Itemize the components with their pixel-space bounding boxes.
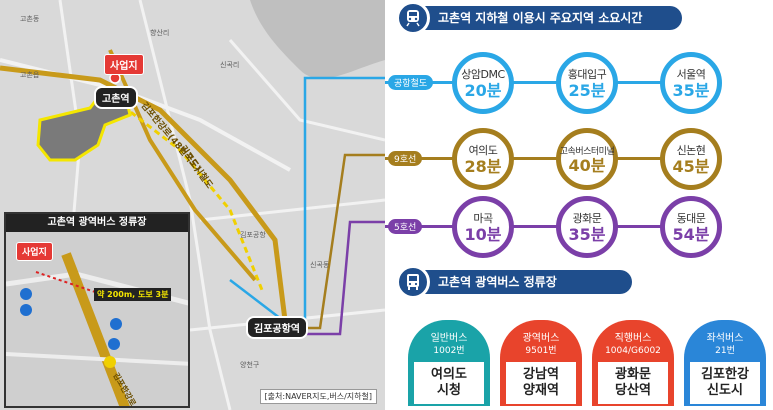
bus-type: 직행버스 <box>614 333 652 344</box>
destination-time: 10분 <box>464 225 502 244</box>
destination-time: 28분 <box>464 157 502 176</box>
map-label: 김포공항 <box>240 231 266 239</box>
destination-name: 마곡 <box>473 212 493 225</box>
destination-name: 광화문 <box>572 212 602 225</box>
destination-name: 상암DMC <box>461 68 505 81</box>
bus-destination-line: 당산역 <box>615 383 651 398</box>
destination-name: 여의도 <box>468 144 498 157</box>
map-label: 향산리 <box>150 29 170 37</box>
inset-title: 고촌역 광역버스 정류장 <box>6 214 188 232</box>
destination-time: 45분 <box>672 157 710 176</box>
map-label: 신곡동 <box>310 261 330 269</box>
destination-name: 홍대입구 <box>567 68 607 81</box>
line-connector <box>385 157 715 160</box>
inset-canvas <box>6 252 188 406</box>
bus-destination-line: 광화문 <box>615 367 651 382</box>
map-label: 신곡리 <box>220 61 240 69</box>
bus-title: 고촌역 광역버스 정류장 <box>438 275 557 289</box>
station-gochon[interactable]: 고촌역 <box>94 86 138 109</box>
bus-number: 9501번 <box>525 346 557 356</box>
bus-destination-line: 신도시 <box>707 383 743 398</box>
site-marker[interactable]: 사업지 <box>104 54 144 75</box>
map-label: 양천구 <box>240 361 260 369</box>
bus-destination-line: 여의도 <box>431 367 467 382</box>
bus-icon <box>396 265 430 299</box>
line-label: 5호선 <box>388 219 423 234</box>
station-gimpo-airport[interactable]: 김포공항역 <box>246 316 308 339</box>
subway-title-bar <box>412 6 682 30</box>
destination-time: 35분 <box>568 225 606 244</box>
line-label: 공항철도 <box>388 75 434 90</box>
walk-distance-label: 약 200m, 도보 3분 <box>94 288 172 301</box>
destination-time: 54분 <box>672 225 710 244</box>
map-source: [출처:NAVER지도,버스/지하철] <box>259 389 377 404</box>
map-label: 고촌읍 <box>20 71 40 79</box>
bus-number: 1002번 <box>433 346 465 356</box>
bus-number: 21번 <box>715 346 735 356</box>
destination-name: 서울역 <box>676 68 706 81</box>
bus-destination-line: 강남역 <box>523 367 559 382</box>
bus-stop-inset[interactable]: 고촌역 광역버스 정류장 사업지 약 200m, 도보 3분 김포한강로 <box>4 212 190 408</box>
inset-site-marker[interactable]: 사업지 <box>16 242 53 261</box>
destination-time: 25분 <box>568 81 606 100</box>
train-icon <box>396 1 430 35</box>
line-connector <box>385 225 715 228</box>
line-connector <box>385 81 715 84</box>
destination-time: 35분 <box>672 81 710 100</box>
destination-time: 20분 <box>464 81 502 100</box>
bus-destination-line: 시청 <box>437 383 461 398</box>
destination-name: 동대문 <box>676 212 706 225</box>
line-label: 9호선 <box>388 151 423 166</box>
subway-title: 고촌역 지하철 이용시 주요지역 소요시간 <box>438 11 643 25</box>
bus-title-bar <box>412 270 632 294</box>
bus-type: 좌석버스 <box>706 333 744 344</box>
bus-type: 일반버스 <box>430 333 468 344</box>
map-label: 고촌동 <box>20 15 40 23</box>
bus-type: 광역버스 <box>522 333 560 344</box>
bus-number: 1004/G6002 <box>605 346 661 356</box>
bus-destination-line: 양재역 <box>523 383 559 398</box>
bus-destination-line: 김포한강 <box>701 367 749 382</box>
map-panel[interactable]: 고촌동 향산리 신곡리 고촌읍 김포공항 신곡동 양천구 사업지 고촌역 김포한… <box>0 0 385 410</box>
destination-time: 40분 <box>568 155 606 175</box>
destination-name: 신논현 <box>676 144 706 157</box>
destination-name: 고속버스터미널 <box>559 146 615 157</box>
